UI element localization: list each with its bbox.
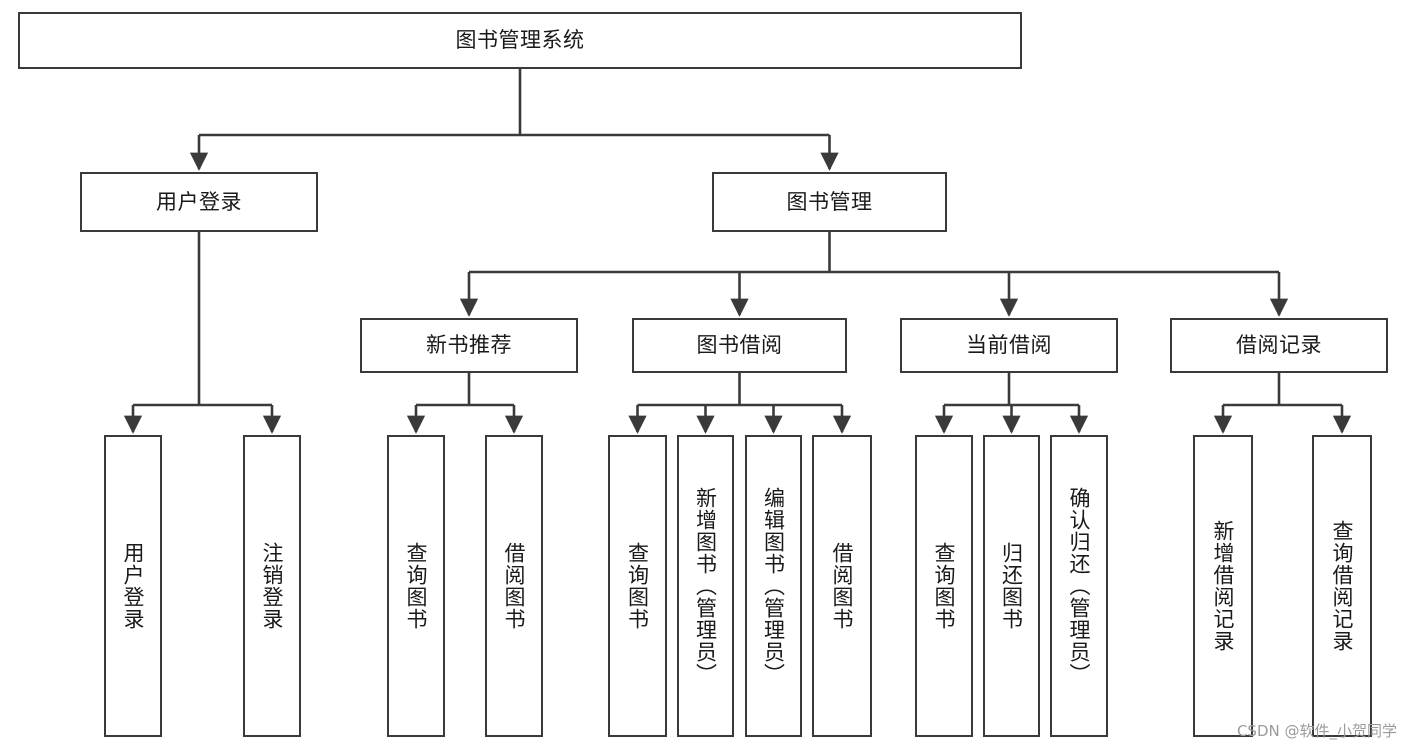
node-label-user-login: 用户登录 <box>156 189 242 214</box>
node-label-leaf-query-record: 查询借阅记录 <box>1330 520 1355 652</box>
node-label-leaf-query-book-1: 查询图书 <box>404 542 429 630</box>
node-book-borrow[interactable]: 图书借阅 <box>632 318 847 373</box>
node-leaf-user-logout[interactable]: 注销登录 <box>243 435 301 737</box>
node-current-borrow[interactable]: 当前借阅 <box>900 318 1118 373</box>
node-label-leaf-borrow-book-2: 借阅图书 <box>830 542 855 630</box>
node-leaf-edit-book[interactable]: 编辑图书（管理员） <box>745 435 802 737</box>
node-label-leaf-query-book-3: 查询图书 <box>932 542 957 630</box>
node-label-root: 图书管理系统 <box>455 28 585 53</box>
node-label-borrow-record: 借阅记录 <box>1236 333 1322 358</box>
node-leaf-query-book-1[interactable]: 查询图书 <box>387 435 445 737</box>
node-label-leaf-user-login: 用户登录 <box>121 542 146 630</box>
node-label-leaf-confirm-return: 确认归还（管理员） <box>1067 487 1092 685</box>
node-leaf-add-record[interactable]: 新增借阅记录 <box>1193 435 1253 737</box>
node-label-new-book-rec: 新书推荐 <box>426 333 512 358</box>
node-user-login[interactable]: 用户登录 <box>80 172 318 232</box>
node-label-leaf-query-book-2: 查询图书 <box>625 542 650 630</box>
node-label-leaf-return-book: 归还图书 <box>999 542 1024 630</box>
node-leaf-query-record[interactable]: 查询借阅记录 <box>1312 435 1372 737</box>
node-borrow-record[interactable]: 借阅记录 <box>1170 318 1388 373</box>
node-leaf-borrow-book-1[interactable]: 借阅图书 <box>485 435 543 737</box>
node-leaf-return-book[interactable]: 归还图书 <box>983 435 1040 737</box>
node-book-manage[interactable]: 图书管理 <box>712 172 947 232</box>
node-leaf-query-book-3[interactable]: 查询图书 <box>915 435 973 737</box>
node-label-leaf-add-record: 新增借阅记录 <box>1211 520 1236 652</box>
node-leaf-query-book-2[interactable]: 查询图书 <box>608 435 667 737</box>
node-label-current-borrow: 当前借阅 <box>966 333 1052 358</box>
node-label-book-manage: 图书管理 <box>786 189 873 214</box>
node-label-leaf-edit-book: 编辑图书（管理员） <box>761 487 786 685</box>
node-leaf-user-login[interactable]: 用户登录 <box>104 435 162 737</box>
node-root[interactable]: 图书管理系统 <box>18 12 1022 69</box>
node-leaf-confirm-return[interactable]: 确认归还（管理员） <box>1050 435 1108 737</box>
node-label-book-borrow: 图书借阅 <box>696 333 783 358</box>
node-label-leaf-user-logout: 注销登录 <box>260 542 285 630</box>
watermark: CSDN @软件_小贺同学 <box>1236 722 1397 740</box>
node-label-leaf-add-book: 新增图书（管理员） <box>693 487 718 685</box>
node-leaf-add-book[interactable]: 新增图书（管理员） <box>677 435 734 737</box>
node-label-leaf-borrow-book-1: 借阅图书 <box>502 542 527 630</box>
node-new-book-rec[interactable]: 新书推荐 <box>360 318 578 373</box>
node-leaf-borrow-book-2[interactable]: 借阅图书 <box>812 435 872 737</box>
